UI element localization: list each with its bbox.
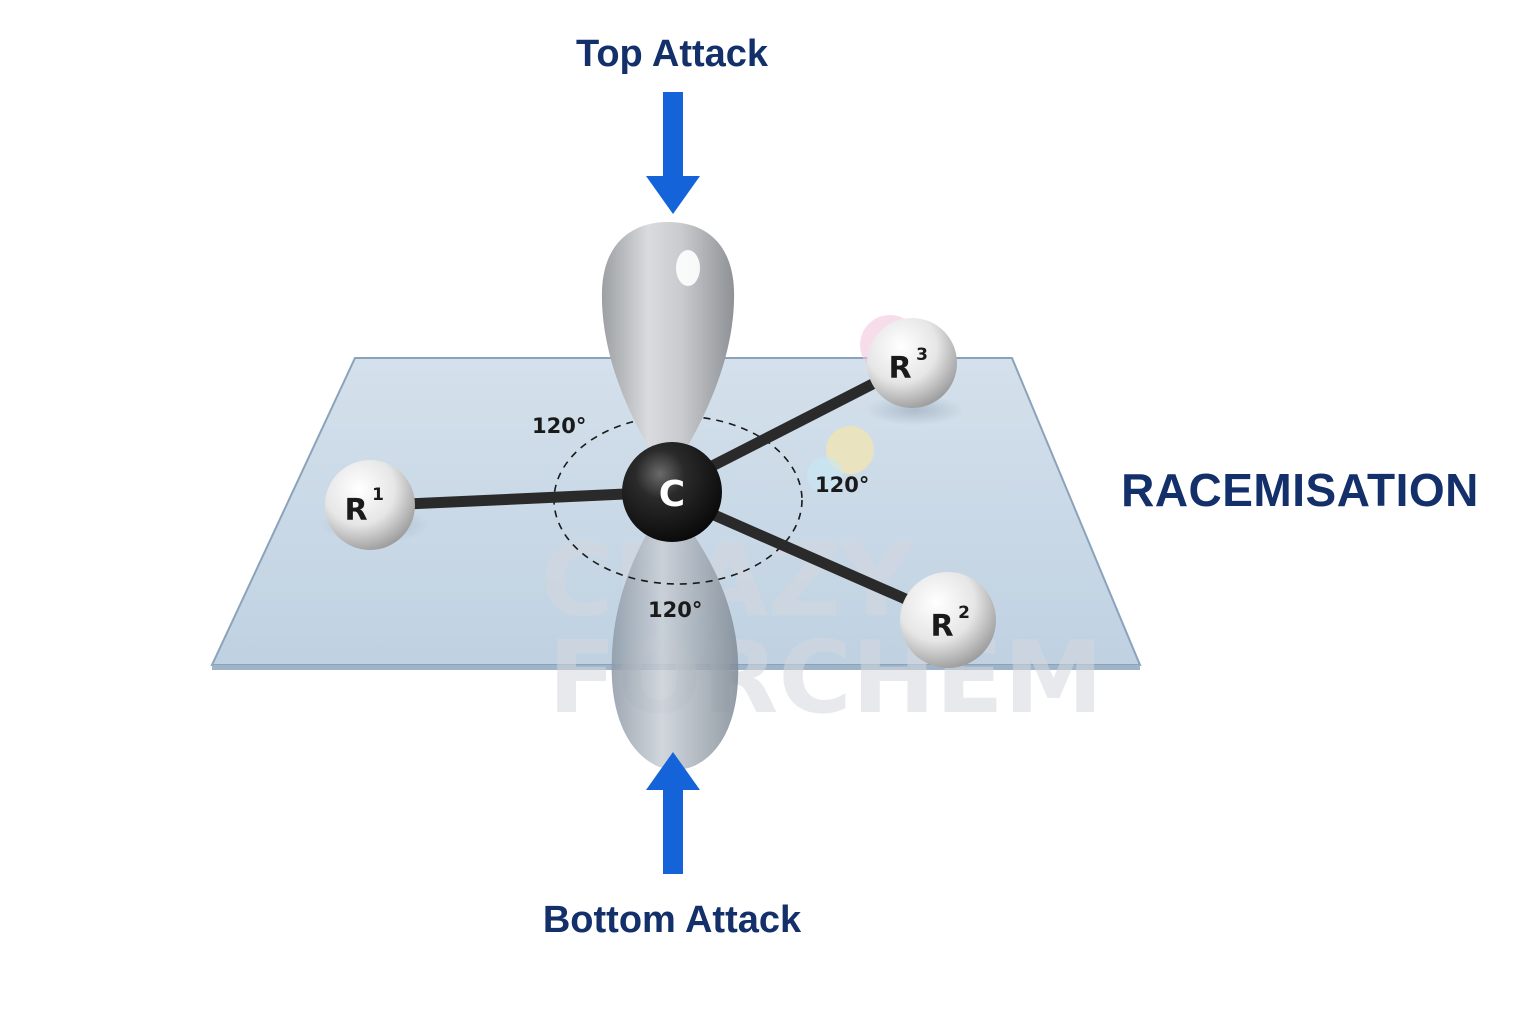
carbon-atom	[622, 442, 722, 542]
substituent-r3: R 3	[867, 318, 957, 408]
substituent-r2: R 2	[900, 572, 996, 668]
p-orbital-bottom-lobe	[611, 500, 739, 770]
watermark-dot-blue	[807, 457, 843, 493]
angle-label-right: 120°	[815, 473, 869, 497]
r1-sphere	[325, 460, 415, 550]
r3-symbol: R	[888, 351, 911, 386]
top-attack-label: Top Attack	[576, 33, 769, 75]
racemisation-title: RACEMISATION	[1121, 464, 1479, 516]
r2-index: 2	[958, 603, 970, 623]
bottom-attack-arrow	[646, 752, 700, 874]
bond-c-r2	[674, 494, 941, 618]
r2-symbol: R	[930, 609, 953, 644]
bottom-attack-label: Bottom Attack	[543, 899, 802, 941]
r3-shadow	[865, 395, 965, 425]
p-orbital-top-lobe	[601, 222, 735, 478]
top-lobe-highlight	[676, 250, 700, 286]
angle-label-upper-left: 120°	[532, 414, 586, 438]
bottom-arrow-shaft	[663, 786, 683, 874]
r3-sphere	[867, 318, 957, 408]
bottom-arrow-head	[646, 752, 700, 790]
top-arrow-head	[646, 176, 700, 214]
r2-sphere	[900, 572, 996, 668]
watermark-dot-yellow	[826, 426, 874, 474]
top-arrow-shaft	[663, 92, 683, 182]
top-attack-arrow	[646, 92, 700, 214]
r1-index: 1	[372, 485, 384, 505]
carbon-label: C	[659, 474, 685, 515]
r1-symbol: R	[344, 493, 367, 528]
r3-index: 3	[916, 345, 928, 365]
angle-label-bottom: 120°	[648, 598, 702, 622]
substituent-r1: R 1	[325, 460, 415, 550]
